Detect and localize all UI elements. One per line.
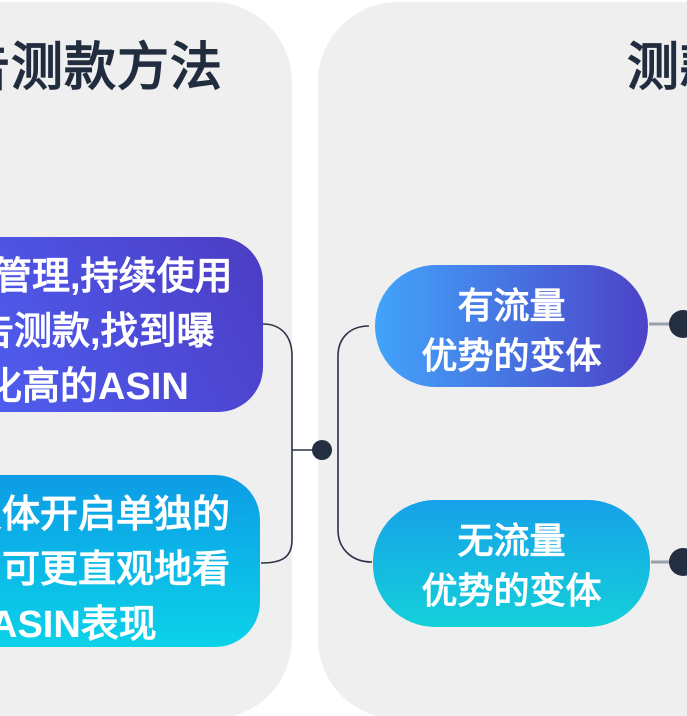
right-brace	[337, 325, 373, 563]
node-text-line: 优势的变体	[421, 570, 602, 611]
left-panel-title: 告测款方法	[0, 39, 224, 97]
node-text-line: 管理,持续使用	[0, 256, 233, 298]
junction-dot	[312, 440, 332, 460]
right-title-clipped-char: 款	[680, 39, 687, 97]
left-title-text: 测款方法	[11, 39, 224, 97]
node-text-line: 优势的变体	[421, 335, 602, 376]
node-text-line: 有流量	[457, 285, 566, 326]
node-ad-testing: 管理,持续使用 告测款,找到曝 化高的ASIN	[0, 237, 263, 412]
left-brace	[260, 323, 293, 564]
node-text-line: 告测款,找到曝	[0, 311, 215, 353]
node-text-line: 无流量	[457, 520, 566, 561]
node-variant-campaign: 变体开启单独的 可更直观地看 ASIN表现	[0, 475, 260, 647]
node-text-line: 化高的ASIN	[0, 366, 189, 408]
endpoint-dot-top	[669, 310, 687, 338]
node-text-line: ASIN表现	[0, 604, 157, 646]
endpoint-dot-bottom	[669, 548, 687, 576]
right-title-text: 测	[627, 39, 681, 97]
node-text-line: 可更直观地看	[2, 549, 231, 591]
node-traffic-advantage: 有流量 优势的变体	[375, 265, 648, 387]
left-title-clipped-char: 告	[0, 39, 11, 97]
node-text-line: 变体开启单独的	[0, 494, 231, 536]
node-no-traffic-advantage: 无流量 优势的变体	[373, 500, 650, 627]
right-panel-title: 测款	[627, 39, 687, 97]
